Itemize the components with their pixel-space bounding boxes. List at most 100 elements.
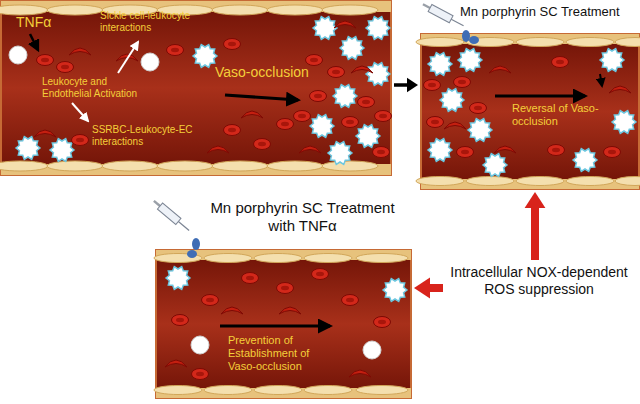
- blood-cells: [207, 146, 229, 153]
- blood-cells: [366, 17, 390, 40]
- flow-arrow: [394, 78, 418, 92]
- blood-cells: [192, 369, 209, 380]
- blood-cells: [358, 97, 375, 108]
- pointer-arrows: [30, 34, 38, 50]
- blood-cells: [573, 149, 597, 172]
- vessel-panel: [0, 1, 391, 175]
- interaction-label: SSRBC-Leukocyte-EC interactions: [92, 124, 208, 148]
- blood-cells: [166, 267, 190, 290]
- vessel-panel: [254, 386, 302, 395]
- blood-cells: [375, 111, 392, 122]
- arrow-head: [414, 278, 430, 299]
- pointer-arrows: [600, 74, 602, 86]
- syringe: [428, 4, 453, 22]
- flow-arrow: [525, 192, 546, 260]
- blood-cells: [69, 48, 91, 55]
- blood-cells: [427, 117, 444, 128]
- blood-cells: [548, 145, 565, 156]
- blood-cells: [483, 154, 507, 177]
- vessel-panel: [322, 5, 378, 15]
- syringe: [157, 203, 181, 225]
- blood-cells: [470, 103, 487, 114]
- blood-cells: [373, 147, 390, 158]
- blood-cells: [356, 125, 380, 148]
- syringe: [192, 238, 200, 250]
- vessel-panel: [102, 161, 158, 171]
- syringe: [451, 19, 463, 26]
- blood-cells: [457, 147, 474, 158]
- blood-cells: [242, 273, 259, 284]
- blood-cells: [428, 53, 452, 76]
- vessel-panel: [254, 254, 302, 263]
- blood-cells: [424, 80, 441, 91]
- treatment-panel: Mn porphyrin SC Treatment with TNFαPreve…: [155, 195, 412, 400]
- blood-cells: [454, 77, 471, 88]
- vessel-panel: [615, 38, 640, 47]
- vessel-panel: [516, 38, 564, 47]
- blood-cells: [328, 142, 352, 165]
- blood-cells: [241, 111, 263, 118]
- vessel-panel: [157, 161, 213, 171]
- blood-cells: [141, 53, 159, 71]
- blood-cells: [299, 146, 321, 153]
- vessel-panel: [204, 254, 252, 263]
- blood-cells: [224, 39, 241, 50]
- vessel-panel: [204, 386, 252, 395]
- pointer-arrows: [495, 74, 602, 96]
- vessel-panel: [267, 5, 323, 15]
- arrow-shaft: [394, 83, 409, 87]
- syringe: [151, 198, 200, 258]
- blood-cells: [612, 111, 636, 134]
- blood-cells: [57, 62, 74, 73]
- blood-cells: [328, 67, 345, 78]
- blood-cells: [342, 295, 359, 306]
- vessel-panel: [566, 38, 614, 47]
- blood-cells: [334, 21, 356, 28]
- blood-cells: [552, 57, 569, 68]
- blood-cells: [279, 307, 301, 314]
- blood-cells: [221, 307, 243, 314]
- blood-cells: [254, 139, 271, 150]
- blood-cells: [165, 360, 187, 367]
- blood-cells: [306, 55, 323, 66]
- blood-cells: [50, 139, 74, 162]
- treatment-panel: Mn porphyrin SC TreatmentReversal of Vas…: [420, 0, 640, 190]
- outcome-label: Reversal of Vaso-occlusion: [512, 102, 600, 128]
- blood-cells: [458, 49, 482, 72]
- vessel-panel: [154, 386, 202, 395]
- blood-cells: [202, 295, 219, 306]
- vessel-panel: [1, 1, 391, 175]
- blood-cells: [428, 139, 452, 162]
- treatment-heading: Mn porphyrin SC Treatment with TNFα: [195, 199, 410, 235]
- pointer-arrows: [220, 326, 330, 327]
- syringe: [151, 198, 191, 234]
- vessel-panel: [322, 161, 378, 171]
- blood-cells: [604, 147, 621, 158]
- vessel-panel: [416, 177, 464, 186]
- vessel-panel: [304, 386, 352, 395]
- syringe: [422, 3, 430, 9]
- blood-cells: [351, 66, 373, 73]
- blood-cells: [191, 336, 209, 354]
- blood-cells: [224, 125, 241, 136]
- pointer-arrows: [220, 325, 330, 328]
- blood-cells: [193, 45, 217, 68]
- blood-cells: [444, 122, 466, 129]
- pointer-arrows: [118, 42, 138, 73]
- vessel-panel: [0, 5, 48, 15]
- pointer-arrows: [225, 95, 298, 100]
- syringe: [421, 1, 465, 30]
- activation-label: Leukocyte and Endothelial Activation: [42, 76, 154, 100]
- flow-arrow: [414, 278, 443, 299]
- interaction-label: Sickle cell-leukocyte interactions: [100, 10, 212, 34]
- blood-cells: [363, 341, 381, 359]
- arrow-head: [525, 192, 546, 208]
- blood-cells: [383, 279, 407, 302]
- blood-cells: [310, 91, 327, 102]
- syringe: [469, 36, 479, 44]
- vessel-panel: [466, 177, 514, 186]
- syringe: [462, 30, 470, 42]
- blood-cells: [333, 85, 357, 108]
- blood-cells: [600, 49, 624, 72]
